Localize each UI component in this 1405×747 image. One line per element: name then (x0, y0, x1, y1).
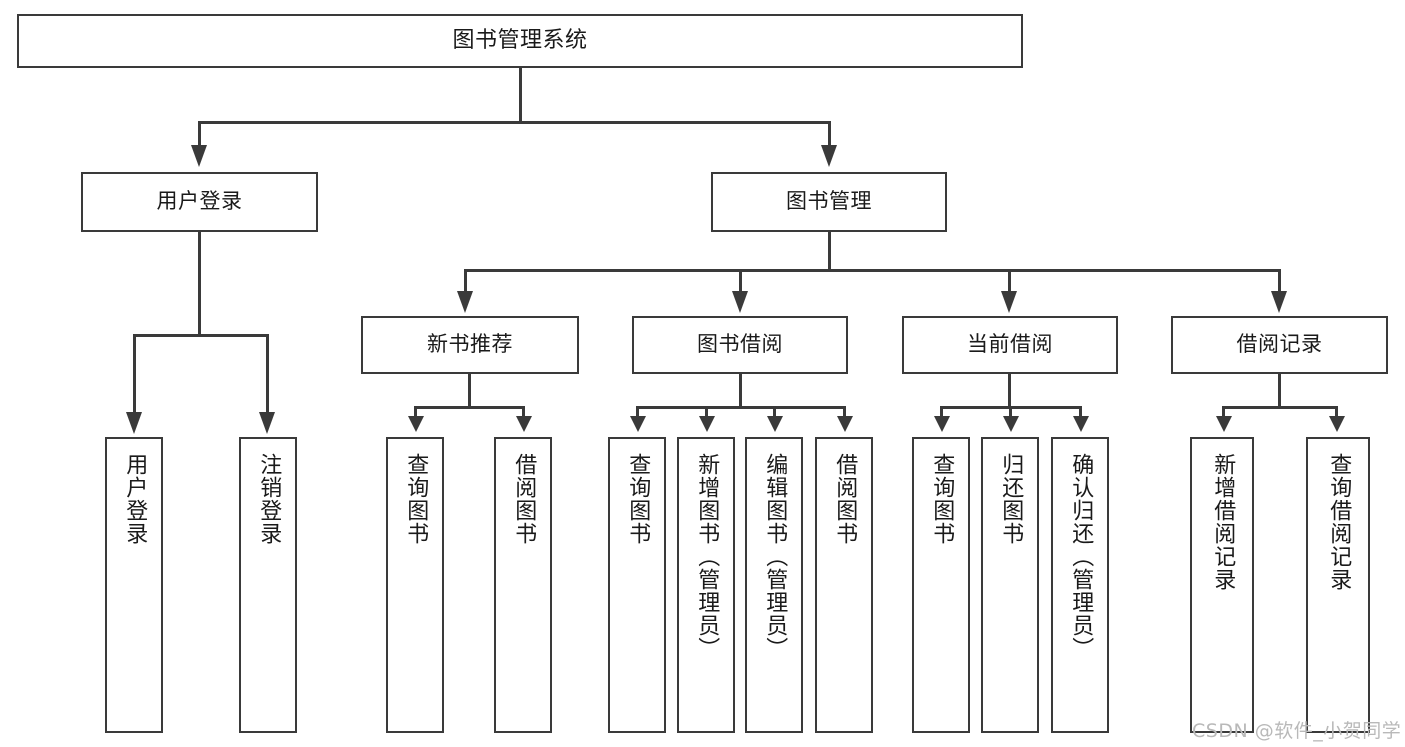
connector-current-borrow-stem (1008, 374, 1011, 409)
node-current-borrow[interactable]: 当前借阅 (902, 316, 1118, 374)
connector-drop-borrow-record (1278, 269, 1281, 294)
node-label: 图书管理系统 (452, 27, 588, 53)
arrowhead-cb-1 (934, 416, 950, 432)
connector-drop-bb-4 (843, 406, 846, 418)
connector-book-borrow-stem (739, 374, 742, 409)
connector-drop-book-manage (828, 121, 831, 149)
connector-drop-book-borrow (739, 269, 742, 294)
arrowhead-book-manage (821, 145, 837, 167)
node-label: 图书管理 (786, 189, 872, 214)
node-label: 编辑图书（管理员） (762, 453, 788, 660)
connector-new-book-bus (414, 406, 525, 409)
node-user-login[interactable]: 用户登录 (81, 172, 318, 232)
connector-drop-cb-2 (1009, 406, 1012, 418)
node-book-manage[interactable]: 图书管理 (711, 172, 947, 232)
connector-book-borrow-bus (636, 406, 846, 409)
node-label: 查询图书 (403, 453, 429, 545)
node-label: 用户登录 (122, 453, 148, 545)
connector-user-login-stem (198, 232, 201, 337)
node-root-system[interactable]: 图书管理系统 (17, 14, 1023, 68)
leaf-bb-add-book[interactable]: 新增图书（管理员） (677, 437, 735, 733)
arrowhead-user-login (191, 145, 207, 167)
arrowhead-current-borrow (1001, 291, 1017, 313)
arrowhead-br-1 (1216, 416, 1232, 432)
connector-borrow-record-stem (1278, 374, 1281, 409)
leaf-br-add-record[interactable]: 新增借阅记录 (1190, 437, 1254, 733)
node-label: 借阅图书 (511, 453, 537, 545)
leaf-nb-query-book[interactable]: 查询图书 (386, 437, 444, 733)
arrowhead-borrow-record (1271, 291, 1287, 313)
connector-drop-leaf-logout (266, 334, 269, 416)
leaf-cb-confirm-return[interactable]: 确认归还（管理员） (1051, 437, 1109, 733)
node-label: 图书借阅 (697, 332, 783, 357)
connector-drop-current-borrow (1008, 269, 1011, 294)
leaf-br-query-record[interactable]: 查询借阅记录 (1306, 437, 1370, 733)
node-label: 当前借阅 (967, 332, 1053, 357)
node-label: 新书推荐 (427, 332, 513, 357)
leaf-bb-query-book[interactable]: 查询图书 (608, 437, 666, 733)
connector-drop-user-login (198, 121, 201, 149)
connector-level2-bus (464, 269, 1281, 272)
connector-drop-nb-2 (522, 406, 525, 418)
node-label: 注销登录 (256, 453, 282, 545)
connector-drop-bb-3 (773, 406, 776, 418)
arrowhead-cb-3 (1073, 416, 1089, 432)
arrowhead-book-borrow (732, 291, 748, 313)
connector-root-stem (519, 68, 522, 123)
arrowhead-nb-1 (408, 416, 424, 432)
connector-drop-cb-1 (940, 406, 943, 418)
leaf-bb-borrow-book[interactable]: 借阅图书 (815, 437, 873, 733)
node-label: 查询图书 (625, 453, 651, 545)
leaf-bb-edit-book[interactable]: 编辑图书（管理员） (745, 437, 803, 733)
connector-drop-bb-1 (636, 406, 639, 418)
node-new-book-recommend[interactable]: 新书推荐 (361, 316, 579, 374)
node-book-borrow[interactable]: 图书借阅 (632, 316, 848, 374)
arrowhead-new-book (457, 291, 473, 313)
leaf-cb-return-book[interactable]: 归还图书 (981, 437, 1039, 733)
node-label: 借阅图书 (832, 453, 858, 545)
watermark-text: CSDN @软件_小贺同学 (1192, 720, 1402, 742)
connector-drop-nb-1 (414, 406, 417, 418)
arrowhead-cb-2 (1003, 416, 1019, 432)
arrowhead-nb-2 (516, 416, 532, 432)
leaf-nb-borrow-book[interactable]: 借阅图书 (494, 437, 552, 733)
leaf-cb-query-book[interactable]: 查询图书 (912, 437, 970, 733)
arrowhead-bb-2 (699, 416, 715, 432)
connector-drop-br-2 (1335, 406, 1338, 418)
arrowhead-bb-3 (767, 416, 783, 432)
arrowhead-leaf-user-login (126, 412, 142, 434)
arrowhead-leaf-logout (259, 412, 275, 434)
leaf-user-login[interactable]: 用户登录 (105, 437, 163, 733)
connector-drop-leaf-user-login (133, 334, 136, 416)
connector-drop-cb-3 (1079, 406, 1082, 418)
connector-user-login-bus (133, 334, 268, 337)
arrowhead-bb-4 (837, 416, 853, 432)
connector-drop-br-1 (1222, 406, 1225, 418)
node-label: 新增图书（管理员） (694, 453, 720, 660)
connector-borrow-record-bus (1222, 406, 1338, 409)
connector-drop-bb-2 (705, 406, 708, 418)
connector-level1-bus (198, 121, 831, 124)
connector-new-book-stem (468, 374, 471, 409)
node-label: 确认归还（管理员） (1068, 453, 1094, 660)
node-borrow-record[interactable]: 借阅记录 (1171, 316, 1388, 374)
node-label: 查询图书 (929, 453, 955, 545)
connector-book-manage-stem (828, 232, 831, 272)
node-label: 用户登录 (156, 189, 243, 214)
node-label: 新增借阅记录 (1210, 453, 1236, 591)
node-label: 借阅记录 (1236, 332, 1323, 357)
connector-drop-new-book (464, 269, 467, 294)
arrowhead-br-2 (1329, 416, 1345, 432)
arrowhead-bb-1 (630, 416, 646, 432)
node-label: 查询借阅记录 (1326, 453, 1352, 591)
leaf-logout[interactable]: 注销登录 (239, 437, 297, 733)
node-label: 归还图书 (998, 453, 1024, 545)
